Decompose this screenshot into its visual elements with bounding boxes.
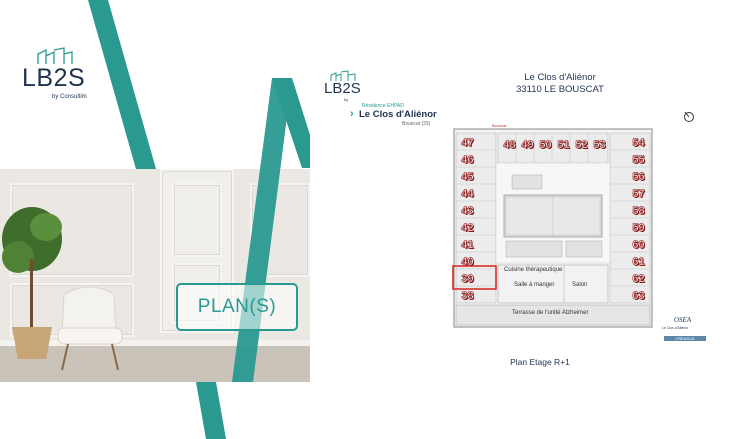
plan-caption: Plan Etage R+1 [510,357,570,367]
buildings-logo-icon [330,70,356,81]
unit-60[interactable]: 60 [632,239,645,252]
plant-icon [2,207,62,359]
residence-name: Le Clos d'Aliénor [359,109,437,120]
brand-logo: LB2S by Consultim [22,44,92,104]
residence-city: Bouscat (33) [402,121,431,127]
unit-38[interactable]: 38 [461,290,474,303]
unit-48[interactable]: 48 [503,139,516,152]
chevron-right-icon: › [350,108,354,120]
unit-50[interactable]: 50 [539,139,552,152]
unit-56[interactable]: 56 [632,171,645,184]
unit-46[interactable]: 46 [461,154,474,167]
highlighted-unit-frame [452,265,497,290]
page-subtitle: 33110 LE BOUSCAT [516,84,604,95]
unit-59[interactable]: 59 [632,222,645,235]
floor-plan: Bouscat 47 46 45 44 43 42 41 40 39 38 48 49 50 51 52 5… [452,123,656,331]
brand-tagline-right: by [344,97,349,102]
room-dining: Salle à manger [514,282,555,288]
unit-42[interactable]: 42 [461,222,474,235]
unit-63[interactable]: 63 [632,290,645,303]
armchair-icon [57,286,123,371]
plan-top-label: Bouscat [492,123,507,128]
plans-button[interactable]: PLAN(S) [176,283,298,331]
partner-line: Le Clos d'Aliénor [662,326,689,330]
unit-57[interactable]: 57 [632,188,645,201]
unit-40[interactable]: 40 [461,256,474,269]
brand-name-right: LB2S [324,80,361,97]
unit-43[interactable]: 43 [461,205,474,218]
partner-name: OSEA [674,316,692,324]
unit-51[interactable]: 51 [557,139,570,152]
unit-58[interactable]: 58 [632,205,645,218]
page-title: Le Clos d'Aliénor [524,72,596,83]
unit-41[interactable]: 41 [461,239,474,252]
unit-44[interactable]: 44 [461,188,474,201]
unit-55[interactable]: 55 [632,154,645,167]
unit-39[interactable]: 39 [461,273,474,286]
partner-logo: OSEA Le Clos d'Aliénor CREASUD [662,316,708,348]
unit-47[interactable]: 47 [461,137,474,150]
unit-54[interactable]: 54 [632,137,645,150]
brand-tagline: by Consultim [52,94,87,100]
floor-plan-drawing [452,128,653,328]
residence-label: Résidence EHPAD [362,103,404,109]
compass-icon [684,111,694,122]
room-lounge: Salon [572,282,588,288]
room-kitchen: Cuisine thérapeutique [504,267,563,273]
unit-52[interactable]: 52 [575,139,588,152]
unit-62[interactable]: 62 [632,273,645,286]
unit-49[interactable]: 49 [521,139,534,152]
unit-53[interactable]: 53 [593,139,606,152]
unit-45[interactable]: 45 [461,171,474,184]
buildings-logo-icon [37,47,73,64]
brand-logo-right: LB2S by [324,70,364,104]
brand-name: LB2S [22,64,86,92]
partner-sub: CREASUD [664,336,706,341]
room-terrace: Terrasse de l'unité Alzheimer [512,310,589,316]
unit-61[interactable]: 61 [632,256,645,269]
